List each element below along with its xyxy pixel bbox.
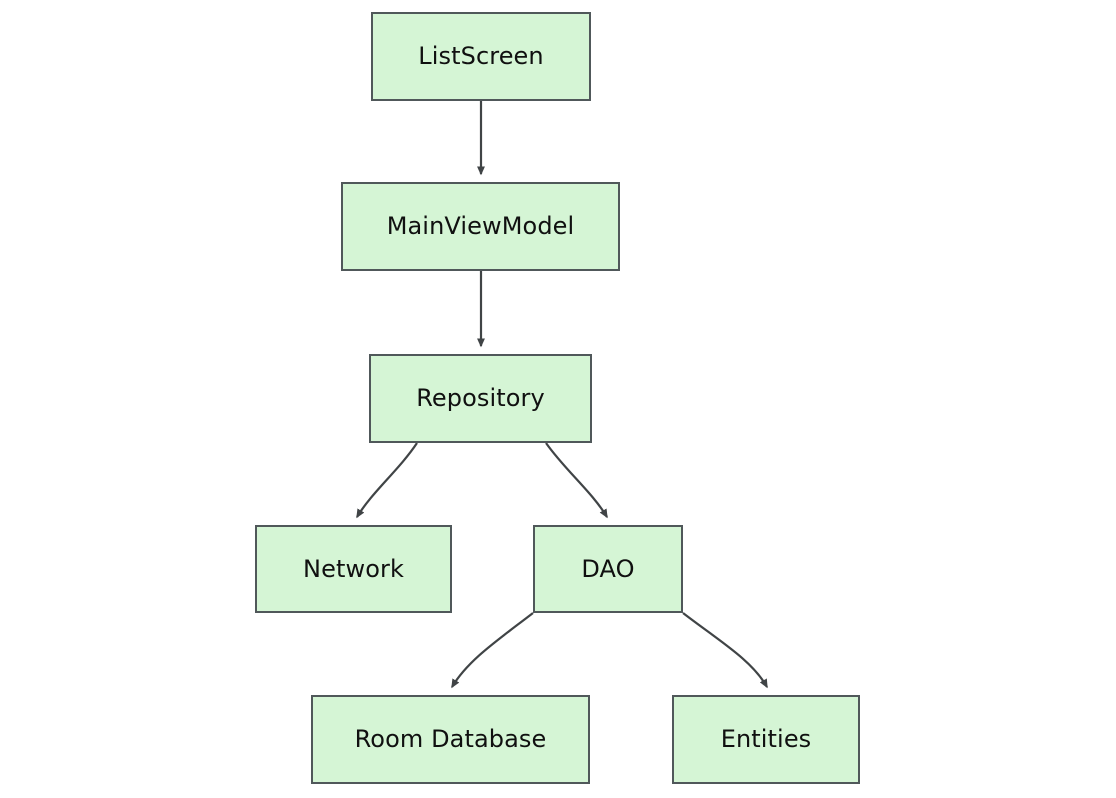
node-label-dao: DAO	[581, 554, 635, 583]
edge-dao-entities	[682, 612, 768, 689]
node-repository[interactable]: Repository	[369, 354, 592, 443]
node-dao[interactable]: DAO	[533, 525, 683, 613]
node-label-repository: Repository	[416, 384, 545, 413]
node-entities[interactable]: Entities	[672, 695, 860, 784]
edge-repository-dao	[545, 442, 608, 519]
edge-repository-network	[356, 442, 418, 519]
node-label-main-viewmodel: MainViewModel	[386, 212, 575, 241]
node-list-screen[interactable]: ListScreen	[371, 12, 591, 101]
edge-dao-roomdatabase	[451, 612, 534, 689]
node-label-entities: Entities	[720, 725, 812, 754]
node-label-room-database: Room Database	[354, 725, 547, 754]
node-label-network: Network	[303, 554, 404, 583]
node-room-database[interactable]: Room Database	[311, 695, 590, 784]
node-main-viewmodel[interactable]: MainViewModel	[341, 182, 620, 271]
node-network[interactable]: Network	[255, 525, 452, 613]
node-label-list-screen: ListScreen	[418, 42, 544, 71]
